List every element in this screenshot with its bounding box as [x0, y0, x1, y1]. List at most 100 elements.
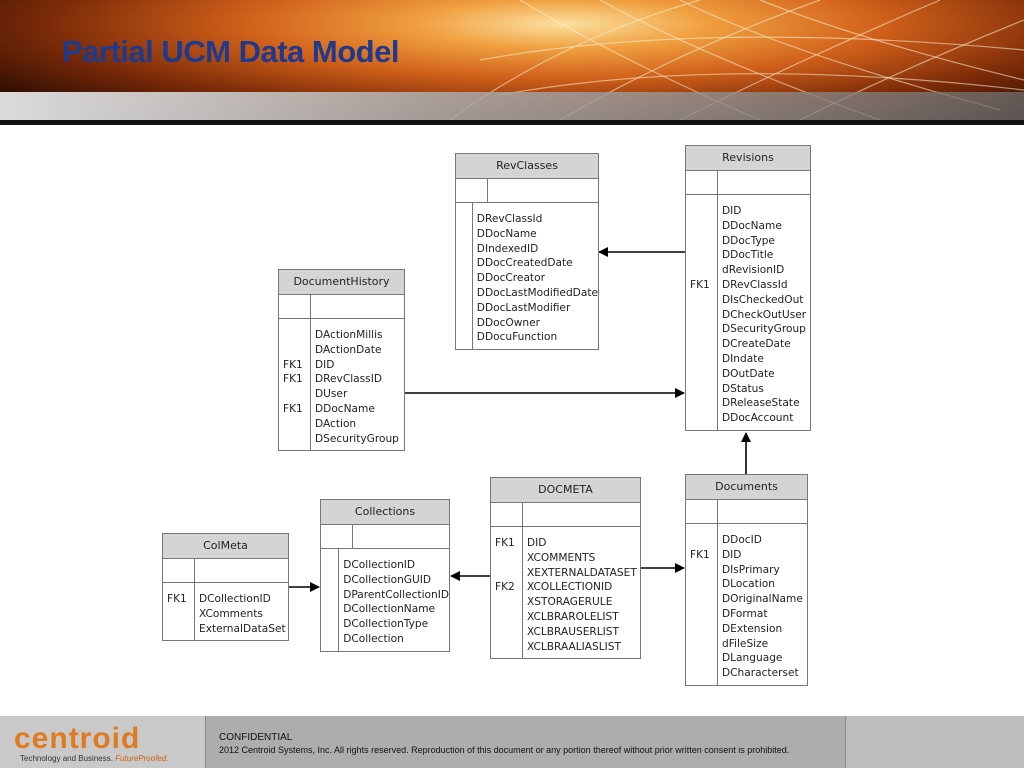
key-column: FK1	[686, 524, 718, 685]
key-label	[495, 566, 522, 581]
field-name: DID	[527, 537, 547, 549]
primary-key-row	[491, 503, 640, 527]
field-column	[488, 179, 598, 202]
field-name: DIsPrimary	[722, 563, 780, 576]
table-header: Revisions	[686, 146, 810, 171]
field-name: DDocName	[722, 219, 782, 232]
key-label	[325, 632, 338, 647]
field-name: DIndate	[722, 352, 764, 365]
key-label	[460, 286, 472, 301]
table-header: ColMeta	[163, 534, 288, 559]
field-name: DDocTitle	[722, 249, 774, 262]
key-column: FK1	[163, 583, 195, 641]
field-name: DLanguage	[722, 652, 783, 665]
key-label	[460, 256, 472, 271]
field-name: DSecurityGroup	[315, 432, 399, 445]
field-name: DID	[722, 205, 742, 217]
field-name: dFileSize	[722, 637, 769, 650]
field-name: DExtension	[722, 622, 783, 635]
key-label	[690, 666, 717, 681]
key-label	[690, 563, 717, 578]
field-name: XSTORAGERULE	[527, 596, 613, 609]
field-name: DAction	[315, 417, 357, 430]
key-label: FK1	[167, 593, 187, 605]
key-column	[686, 171, 718, 194]
key-label: FK1	[495, 537, 515, 549]
field-name: DOriginalName	[722, 593, 803, 606]
key-label	[690, 382, 717, 397]
key-label	[690, 204, 717, 219]
field-name: DIndexedID	[476, 242, 539, 255]
key-label	[460, 242, 472, 257]
key-label	[690, 219, 717, 234]
slide-title: Partial UCM Data Model	[62, 34, 399, 69]
field-name: DID	[315, 358, 335, 371]
field-column	[311, 295, 404, 318]
primary-key-row	[686, 500, 807, 524]
key-label	[690, 248, 717, 263]
field-name: DSecurityGroup	[722, 323, 806, 336]
field-name: XCLBRAROLELIST	[527, 610, 619, 623]
key-label: FK1	[283, 373, 303, 386]
key-label	[283, 387, 310, 402]
key-label	[690, 411, 717, 426]
field-name: DDocID	[722, 534, 762, 546]
key-label: FK2	[495, 581, 515, 594]
field-column	[718, 500, 807, 523]
key-label	[690, 263, 717, 278]
key-label	[283, 328, 310, 343]
key-column	[321, 549, 340, 651]
key-column	[163, 559, 195, 582]
key-label	[460, 330, 472, 345]
field-name: DDocuFunction	[476, 331, 558, 344]
key-label	[690, 352, 717, 367]
field-column	[718, 171, 810, 194]
field-name: DRevClassId	[722, 278, 788, 291]
field-name: DCollection	[343, 632, 404, 645]
field-name: DCollectionType	[343, 618, 429, 631]
confidential-label: CONFIDENTIAL	[219, 732, 293, 743]
field-column	[523, 503, 640, 526]
field-name: DDocName	[476, 227, 537, 240]
footer: centroid Technology and Business. Future…	[0, 716, 1024, 768]
footer-right-panel	[845, 716, 1024, 768]
table-header: Collections	[321, 500, 449, 525]
copyright-notice: 2012 Centroid Systems, Inc. All rights r…	[219, 745, 790, 755]
key-label	[325, 558, 338, 573]
banner-strip	[0, 92, 1024, 120]
key-column	[491, 503, 523, 526]
key-column	[321, 525, 353, 548]
field-name: DDocName	[315, 402, 375, 415]
tagline-text: Technology and Business.	[20, 754, 116, 763]
header-banner	[0, 0, 1024, 120]
primary-key-row	[456, 179, 598, 203]
field-name: DReleaseState	[722, 397, 800, 410]
field-name: XCLBRAALIASLIST	[527, 640, 621, 653]
key-label	[325, 602, 338, 617]
key-label	[495, 610, 522, 625]
field-name: dRevisionID	[722, 264, 785, 277]
key-label	[460, 271, 472, 286]
primary-key-row	[321, 525, 449, 549]
field-name: DIsCheckedOut	[722, 293, 804, 306]
field-name: XCLBRAUSERLIST	[527, 625, 619, 638]
key-label	[690, 577, 717, 592]
key-label	[283, 432, 310, 447]
key-label	[460, 316, 472, 331]
key-label	[460, 227, 472, 242]
field-name: DLocation	[722, 578, 775, 591]
key-label: FK1	[283, 402, 303, 415]
